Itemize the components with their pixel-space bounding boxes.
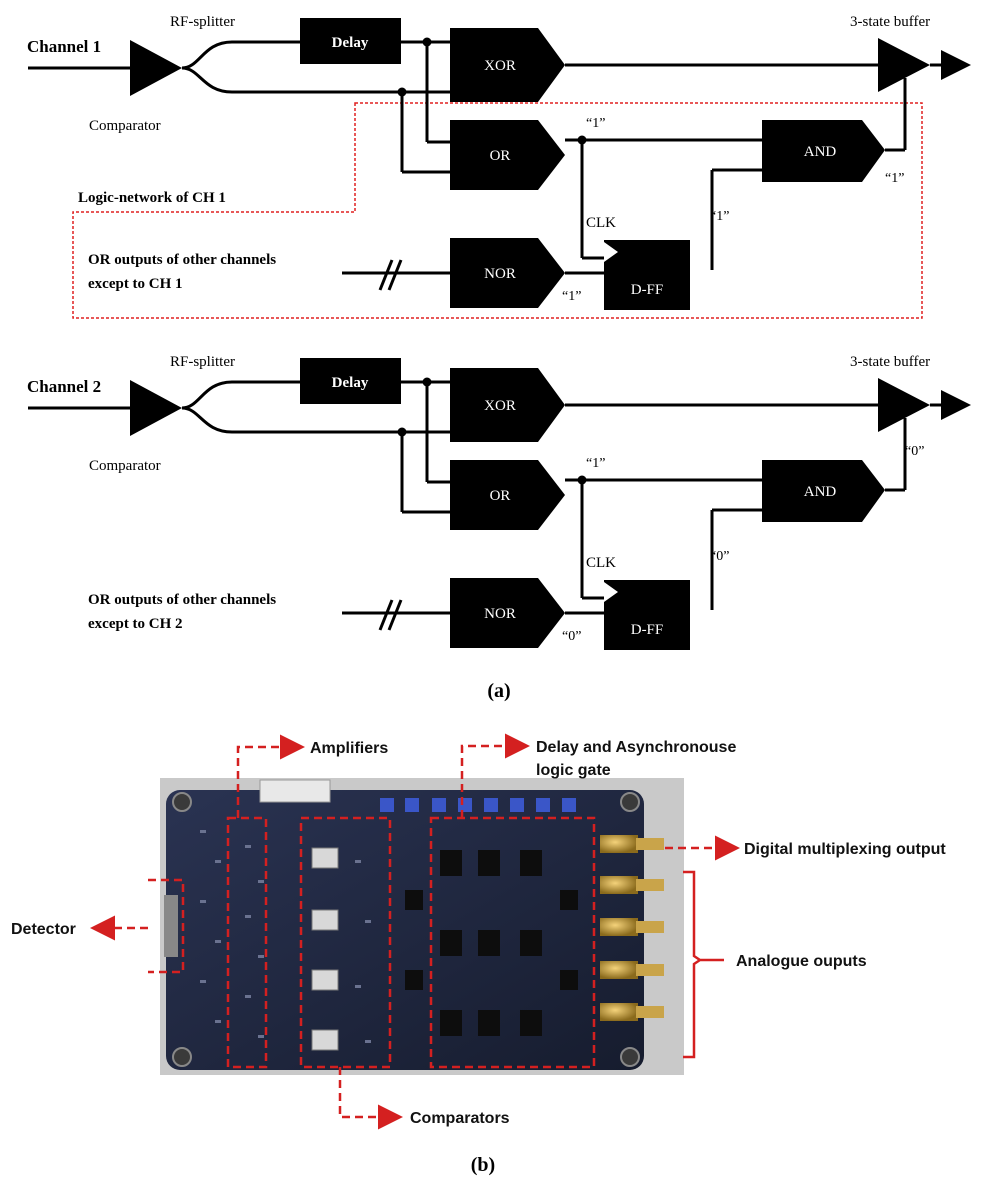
annotation-labels: Amplifiers Delay and Asynchronouse logic… — [11, 739, 946, 1127]
pcb-board — [166, 790, 644, 1070]
and-gate — [762, 120, 885, 182]
xor-gate — [450, 28, 565, 102]
junction-dot — [397, 87, 407, 97]
or-gate — [450, 120, 565, 190]
or-output-value: “1” — [586, 116, 605, 131]
junction-dot — [577, 135, 587, 145]
digital-output-label: Digital multiplexing output — [744, 841, 946, 858]
and-gate — [762, 460, 885, 522]
or-gate — [450, 460, 565, 530]
xor-label: XOR — [484, 398, 516, 414]
delay-logic-label-line1: Delay and Asynchronouse — [536, 739, 736, 756]
channel-1-circuit — [28, 40, 971, 291]
delay-logic-label-line2: logic gate — [536, 762, 611, 779]
nor-gate — [450, 578, 565, 648]
and-label: AND — [804, 144, 837, 160]
logic-network-label: Logic-network of CH 1 — [78, 190, 226, 206]
other-channels-line1: OR outputs of other channels — [88, 252, 276, 268]
dff-block — [604, 580, 690, 650]
channel-label: Channel 2 — [27, 377, 101, 396]
delay-label: Delay — [332, 375, 369, 391]
delay-logic-region — [429, 816, 596, 1069]
amplifiers-region — [226, 816, 268, 1069]
dff-clock-triangle — [604, 582, 618, 602]
sma-connectors — [600, 835, 664, 1021]
junction-dot — [422, 377, 432, 387]
board-photo-panel: Amplifiers Delay and Asynchronouse logic… — [11, 733, 946, 1176]
dff-label: D-FF — [631, 622, 664, 638]
or-label: OR — [490, 488, 511, 504]
detector-bracket — [148, 878, 185, 974]
and-output-value: “0” — [905, 444, 924, 459]
logic-diagram: Logic-network of CH 1 — [27, 14, 971, 702]
dff-clock-triangle — [604, 242, 618, 262]
other-channels-line2: except to CH 1 — [88, 276, 183, 292]
dff-output-value: “0” — [710, 549, 729, 564]
channel-2-labels: Channel 2 RF-splitter Comparator Delay X… — [27, 354, 930, 644]
header-connector — [259, 779, 331, 803]
comparator-chips — [311, 847, 339, 1051]
comparators-region — [299, 816, 392, 1069]
mounting-hole — [172, 1047, 192, 1067]
mounting-hole — [172, 792, 192, 812]
other-channels-line2: except to CH 2 — [88, 616, 183, 632]
amplifiers-label: Amplifiers — [310, 740, 388, 757]
logic-ics — [405, 850, 578, 1036]
comparator-symbol — [130, 40, 182, 96]
nor-output-value: “0” — [562, 629, 581, 644]
and-label: AND — [804, 484, 837, 500]
nor-label: NOR — [484, 606, 516, 622]
caption-a: (a) — [487, 680, 510, 702]
buffer-symbol — [878, 38, 930, 92]
comparator-label: Comparator — [89, 458, 161, 474]
channel-2-circuit — [28, 380, 971, 631]
channel-2-blocks — [130, 358, 930, 650]
detector-label: Detector — [11, 921, 76, 938]
delay-block — [300, 358, 401, 404]
comparator-symbol — [130, 380, 182, 436]
rf-splitter-label: RF-splitter — [170, 354, 235, 370]
clk-label: CLK — [586, 555, 616, 571]
caption-b: (b) — [471, 1154, 495, 1176]
comparator-label: Comparator — [89, 118, 161, 134]
detector-connector — [164, 895, 178, 957]
other-channels-line1: OR outputs of other channels — [88, 592, 276, 608]
nor-gate — [450, 238, 565, 308]
annotation-boxes — [148, 816, 596, 1069]
junction-dot — [577, 475, 587, 485]
buffer-label: 3-state buffer — [850, 354, 930, 370]
clk-label: CLK — [586, 215, 616, 231]
channel-label: Channel 1 — [27, 37, 101, 56]
xor-label: XOR — [484, 58, 516, 74]
logic-network-box — [72, 102, 923, 319]
buffer-label: 3-state buffer — [850, 14, 930, 30]
comparators-label: Comparators — [410, 1110, 510, 1127]
or-label: OR — [490, 148, 511, 164]
dff-block — [604, 240, 690, 310]
annotation-leaders — [90, 733, 740, 1130]
channel-1-labels: Channel 1 RF-splitter Comparator Delay X… — [27, 14, 930, 304]
dff-label: D-FF — [631, 282, 664, 298]
nor-output-value: “1” — [562, 289, 581, 304]
nor-label: NOR — [484, 266, 516, 282]
rf-splitter-label: RF-splitter — [170, 14, 235, 30]
channel-1-blocks — [130, 18, 930, 310]
buffer-symbol — [878, 378, 930, 432]
and-output-value: “1” — [885, 171, 904, 186]
mounting-hole — [620, 792, 640, 812]
junction-dot — [397, 427, 407, 437]
small-components — [200, 830, 371, 1043]
dff-output-value: “1” — [710, 209, 729, 224]
trim-pots — [380, 798, 576, 812]
or-output-value: “1” — [586, 456, 605, 471]
analogue-outputs-label: Analogue ouputs — [736, 953, 867, 970]
analogue-outputs-brace — [683, 870, 724, 1059]
xor-gate — [450, 368, 565, 442]
delay-label: Delay — [332, 35, 369, 51]
mounting-hole — [620, 1047, 640, 1067]
delay-block — [300, 18, 401, 64]
junction-dot — [422, 37, 432, 47]
